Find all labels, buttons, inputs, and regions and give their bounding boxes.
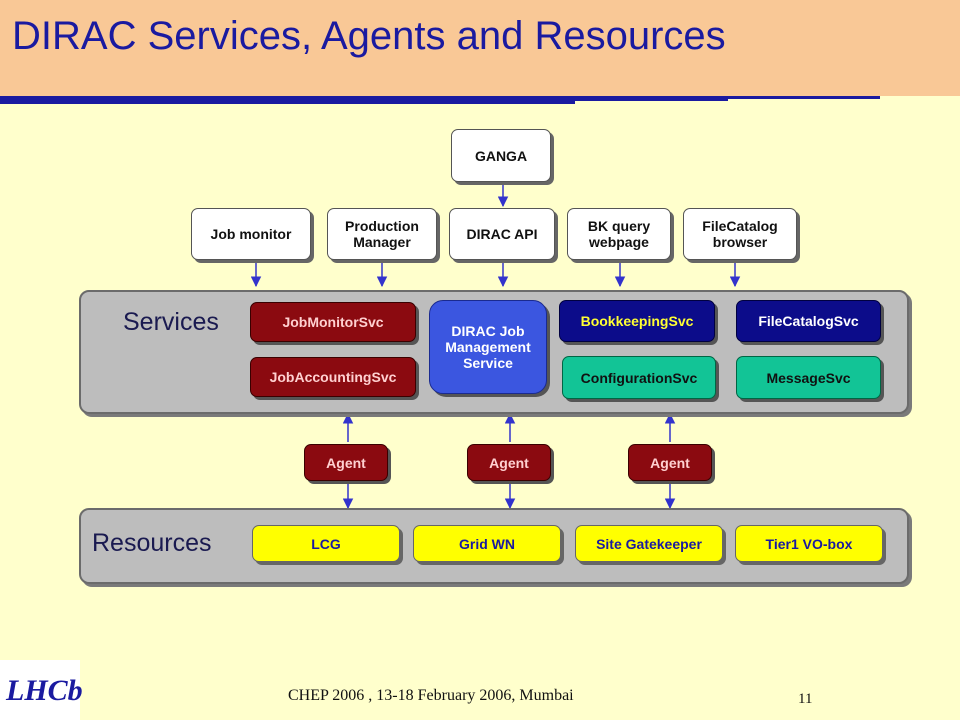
- message-svc: MessageSvc: [736, 356, 881, 399]
- lhcb-logo: LHCb: [0, 660, 83, 720]
- resource-grid-wn: Grid WN: [413, 525, 561, 562]
- slide-title: DIRAC Services, Agents and Resources: [12, 14, 726, 58]
- bookkeeping-svc: BookkeepingSvc: [559, 300, 715, 342]
- title-band: [0, 0, 960, 96]
- agent-1: Agent: [304, 444, 388, 481]
- production-manager-box: Production Manager: [327, 208, 437, 260]
- resource-site-gatekeeper: Site Gatekeeper: [575, 525, 723, 562]
- title-underline-mid: [575, 96, 728, 101]
- job-monitor-svc: JobMonitorSvc: [250, 302, 416, 342]
- title-underline-right: [728, 96, 880, 99]
- bk-query-box: BK query webpage: [567, 208, 671, 260]
- resource-lcg: LCG: [252, 525, 400, 562]
- dirac-api-box: DIRAC API: [449, 208, 555, 260]
- job-monitor-box: Job monitor: [191, 208, 311, 260]
- agent-2: Agent: [467, 444, 551, 481]
- services-label: Services: [123, 308, 219, 336]
- resource-tier1-vo-box: Tier1 VO-box: [735, 525, 883, 562]
- configuration-svc: ConfigurationSvc: [562, 356, 716, 399]
- resources-label: Resources: [92, 529, 212, 557]
- filecatalog-svc: FileCatalogSvc: [736, 300, 881, 342]
- title-underline-left: [0, 96, 575, 104]
- dirac-job-management-service: DIRAC Job Management Service: [429, 300, 547, 394]
- lhcb-logo-text: LHCb: [6, 674, 83, 707]
- filecatalog-browser-box: FileCatalog browser: [683, 208, 797, 260]
- agent-3: Agent: [628, 444, 712, 481]
- page-number: 11: [798, 691, 813, 707]
- footer-text: CHEP 2006 , 13-18 February 2006, Mumbai: [288, 687, 574, 704]
- ganga-box: GANGA: [451, 129, 551, 182]
- job-accounting-svc: JobAccountingSvc: [250, 357, 416, 397]
